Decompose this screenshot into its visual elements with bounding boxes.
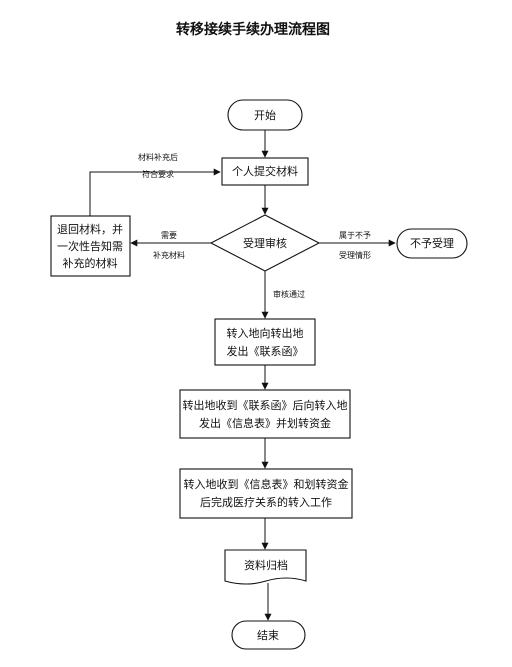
svg-text:补充的材料: 补充的材料 bbox=[63, 256, 118, 270]
svg-text:后完成医疗关系的转入工作: 后完成医疗关系的转入工作 bbox=[200, 495, 332, 509]
not-accepted-label: 属于不予 受理情形 bbox=[339, 231, 371, 260]
svg-text:转入地收到《信息表》和划转资金: 转入地收到《信息表》和划转资金 bbox=[184, 477, 349, 491]
svg-text:转出地收到《联系函》后向转入地: 转出地收到《联系函》后向转入地 bbox=[183, 398, 348, 412]
reject-node: 不予受理 bbox=[396, 228, 468, 259]
contact-letter-node: 转入地向转出地 发出《联系函》 bbox=[214, 318, 316, 366]
svg-text:受理审核: 受理审核 bbox=[243, 236, 287, 250]
return-materials-node: 退回材料，并 一次性告知需 补充的材料 bbox=[50, 215, 131, 277]
svg-text:不予受理: 不予受理 bbox=[410, 237, 454, 250]
svg-text:资料归档: 资料归档 bbox=[244, 558, 288, 572]
resubmit-label: 材料补充后 符合要求 bbox=[138, 152, 178, 179]
review-decision-node: 受理审核 bbox=[209, 214, 321, 272]
svg-text:一次性告知需: 一次性告知需 bbox=[57, 239, 123, 253]
archive-document-node: 资料归档 bbox=[224, 549, 307, 585]
svg-text:需要: 需要 bbox=[161, 231, 177, 240]
passed-label: 审核通过 bbox=[273, 289, 305, 299]
submit-materials-node: 个人提交材料 bbox=[221, 157, 309, 186]
need-more-label: 需要 补充材料 bbox=[153, 231, 185, 260]
svg-text:发出《信息表》并划转资金: 发出《信息表》并划转资金 bbox=[199, 416, 331, 430]
info-table-node: 转出地收到《联系函》后向转入地 发出《信息表》并划转资金 bbox=[179, 389, 351, 439]
start-node: 开始 bbox=[227, 99, 303, 131]
complete-transfer-node: 转入地收到《信息表》和划转资金 后完成医疗关系的转入工作 bbox=[179, 468, 353, 519]
svg-text:符合要求: 符合要求 bbox=[142, 169, 174, 179]
svg-text:属于不予: 属于不予 bbox=[339, 231, 371, 240]
svg-text:发出《联系函》: 发出《联系函》 bbox=[227, 344, 304, 358]
svg-text:补充材料: 补充材料 bbox=[153, 250, 185, 260]
svg-text:退回材料，并: 退回材料，并 bbox=[57, 222, 123, 236]
svg-text:开始: 开始 bbox=[254, 108, 276, 122]
end-node: 结束 bbox=[231, 620, 306, 650]
svg-text:结束: 结束 bbox=[257, 629, 279, 642]
svg-text:受理情形: 受理情形 bbox=[339, 250, 371, 260]
page-title: 转移接续手续办理流程图 bbox=[176, 21, 330, 38]
svg-text:材料补充后: 材料补充后 bbox=[138, 152, 178, 162]
svg-text:个人提交材料: 个人提交材料 bbox=[232, 164, 298, 178]
svg-text:转入地向转出地: 转入地向转出地 bbox=[227, 326, 304, 340]
edge-return-submit bbox=[89, 168, 221, 216]
